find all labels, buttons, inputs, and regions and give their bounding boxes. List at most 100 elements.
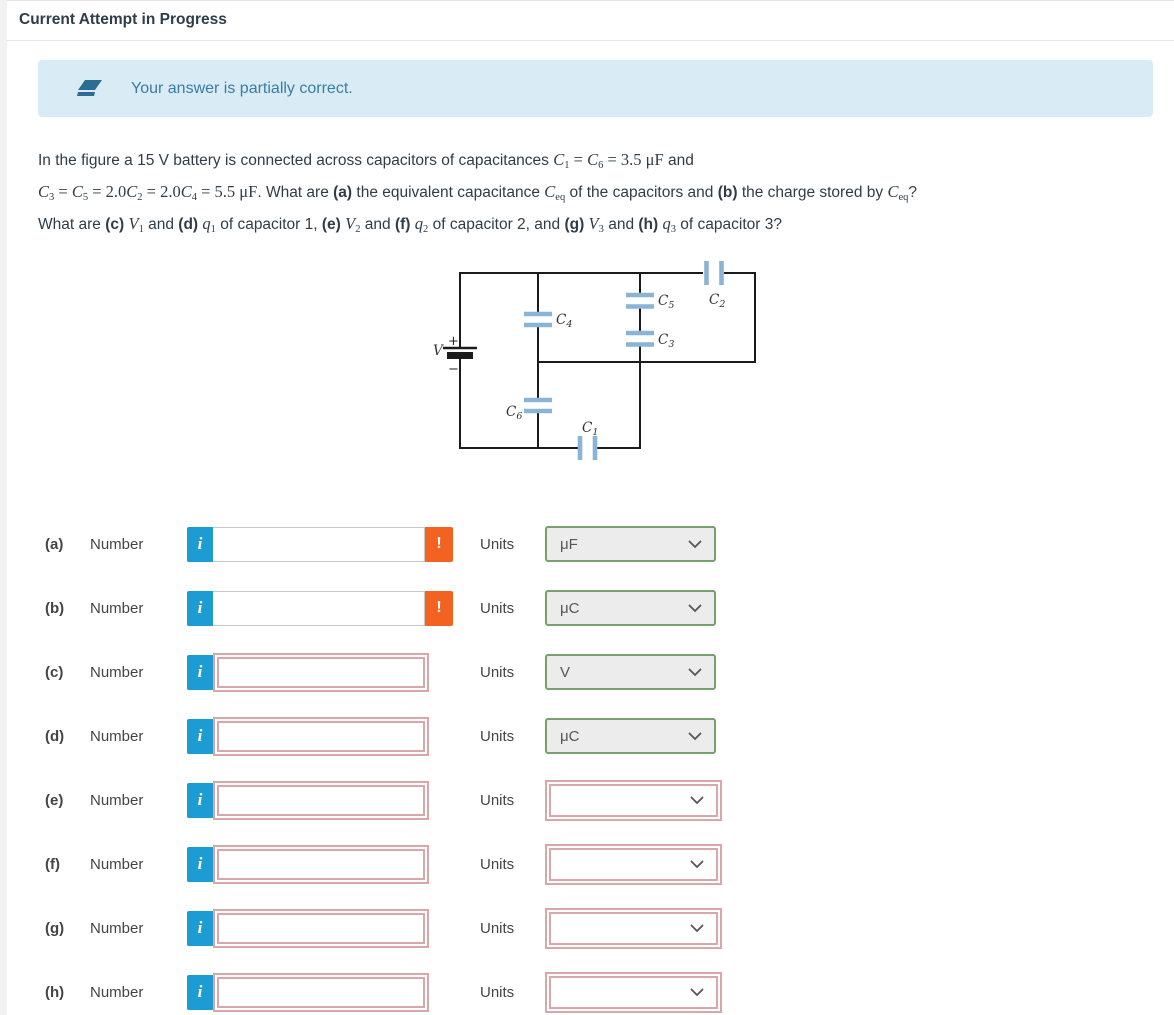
units-select-inner: V [547, 656, 714, 688]
number-input-wrap [213, 844, 429, 884]
units-selected-value: V [560, 663, 571, 681]
number-input-wrap [213, 590, 425, 626]
units-select-inner [549, 911, 718, 945]
part-label: (c) [45, 663, 64, 681]
number-field-group: i ! [187, 526, 453, 562]
number-input[interactable] [213, 526, 425, 562]
feedback-banner: Your answer is partially correct. [38, 60, 1153, 117]
chevron-down-icon [688, 732, 702, 740]
units-select-inner [549, 975, 718, 1009]
part-label: (b) [45, 599, 65, 617]
units-select[interactable] [545, 971, 722, 1013]
info-button[interactable]: i [187, 654, 213, 690]
units-label: Units [480, 919, 515, 937]
chevron-down-icon [688, 540, 702, 548]
chevron-down-icon [688, 604, 702, 612]
units-label: Units [480, 855, 515, 873]
number-input[interactable] [217, 976, 425, 1008]
part-label: (g) [45, 919, 65, 937]
number-field-group: i [187, 972, 453, 1012]
number-label: Number [90, 791, 144, 809]
circuit-diagram: V + − C4 C5 C3 C2 C6 C1 [433, 261, 756, 460]
capacitor-label-c1: C1 [582, 420, 598, 438]
number-input[interactable] [213, 590, 425, 626]
attempt-panel: Current Attempt in Progress Your answer … [7, 11, 1174, 1015]
divider [7, 40, 1174, 41]
part-label: (a) [45, 535, 64, 553]
info-button[interactable]: i [187, 846, 213, 882]
number-input[interactable] [217, 784, 425, 816]
capacitor-label-c6: C6 [506, 404, 522, 422]
units-select-inner: μF [547, 528, 714, 560]
units-label: Units [480, 983, 515, 1001]
number-label: Number [90, 983, 144, 1001]
number-input-wrap [213, 972, 429, 1012]
capacitor-label-c2: C2 [709, 292, 725, 310]
units-select-inner [549, 783, 718, 817]
answer-row: (d) Number i Units μC [45, 716, 1174, 756]
info-button[interactable]: i [187, 974, 213, 1010]
capacitor-label-c3: C3 [658, 332, 674, 350]
answer-row: (h) Number i Units [45, 971, 1174, 1013]
info-button[interactable]: i [187, 526, 213, 562]
number-label: Number [90, 855, 144, 873]
capacitor-label-c4: C4 [556, 312, 572, 330]
answer-row: (f) Number i Units [45, 843, 1174, 885]
number-label: Number [90, 535, 144, 553]
units-label: Units [480, 791, 515, 809]
number-field-group: i [187, 780, 453, 820]
answer-row: (g) Number i Units [45, 907, 1174, 949]
chevron-down-icon [688, 668, 702, 676]
units-label: Units [480, 599, 515, 617]
units-select[interactable]: μC [545, 590, 716, 626]
banner-text: Your answer is partially correct. [131, 79, 353, 97]
warning-button[interactable]: ! [425, 590, 453, 626]
part-label: (h) [45, 983, 65, 1001]
warning-button[interactable]: ! [425, 526, 453, 562]
units-select-inner [549, 847, 718, 881]
info-button[interactable]: i [187, 782, 213, 818]
plus-sign: + [448, 334, 459, 349]
number-input[interactable] [217, 912, 425, 944]
info-button[interactable]: i [187, 910, 213, 946]
minus-sign: − [448, 362, 459, 377]
number-label: Number [90, 599, 144, 617]
units-select[interactable]: μC [545, 718, 716, 754]
info-button[interactable]: i [187, 590, 213, 626]
units-select[interactable] [545, 907, 722, 949]
answer-row: (a) Number i ! Units μF [45, 524, 1174, 564]
units-select-inner: μC [547, 592, 714, 624]
units-label: Units [480, 663, 515, 681]
number-input[interactable] [217, 848, 425, 880]
info-button[interactable]: i [187, 718, 213, 754]
part-label: (d) [45, 727, 65, 745]
units-label: Units [480, 535, 515, 553]
units-select[interactable] [545, 779, 722, 821]
number-label: Number [90, 919, 144, 937]
eraser-icon [77, 79, 102, 96]
number-input-wrap [213, 780, 429, 820]
units-label: Units [480, 727, 515, 745]
units-select[interactable]: V [545, 654, 716, 690]
units-select[interactable] [545, 843, 722, 885]
answers-form: (a) Number i ! Units μF (b) Number i [45, 524, 1174, 1013]
number-input-wrap [213, 652, 429, 692]
number-field-group: i [187, 652, 453, 692]
left-gutter [0, 0, 7, 1015]
units-select[interactable]: μF [545, 526, 716, 562]
battery-label: V [433, 343, 444, 359]
units-selected-value: μC [560, 599, 580, 617]
page-title: Current Attempt in Progress [19, 11, 227, 28]
answer-row: (c) Number i Units V [45, 652, 1174, 692]
units-selected-value: μF [560, 535, 578, 553]
units-selected-value: μC [560, 727, 580, 745]
circuit-wires [459, 272, 756, 449]
number-label: Number [90, 727, 144, 745]
number-field-group: i [187, 716, 453, 756]
top-divider [7, 0, 1174, 1]
chevron-down-icon [690, 988, 704, 996]
chevron-down-icon [690, 860, 704, 868]
number-input[interactable] [217, 720, 425, 752]
capacitor-plates [524, 261, 724, 460]
number-input[interactable] [217, 656, 425, 688]
